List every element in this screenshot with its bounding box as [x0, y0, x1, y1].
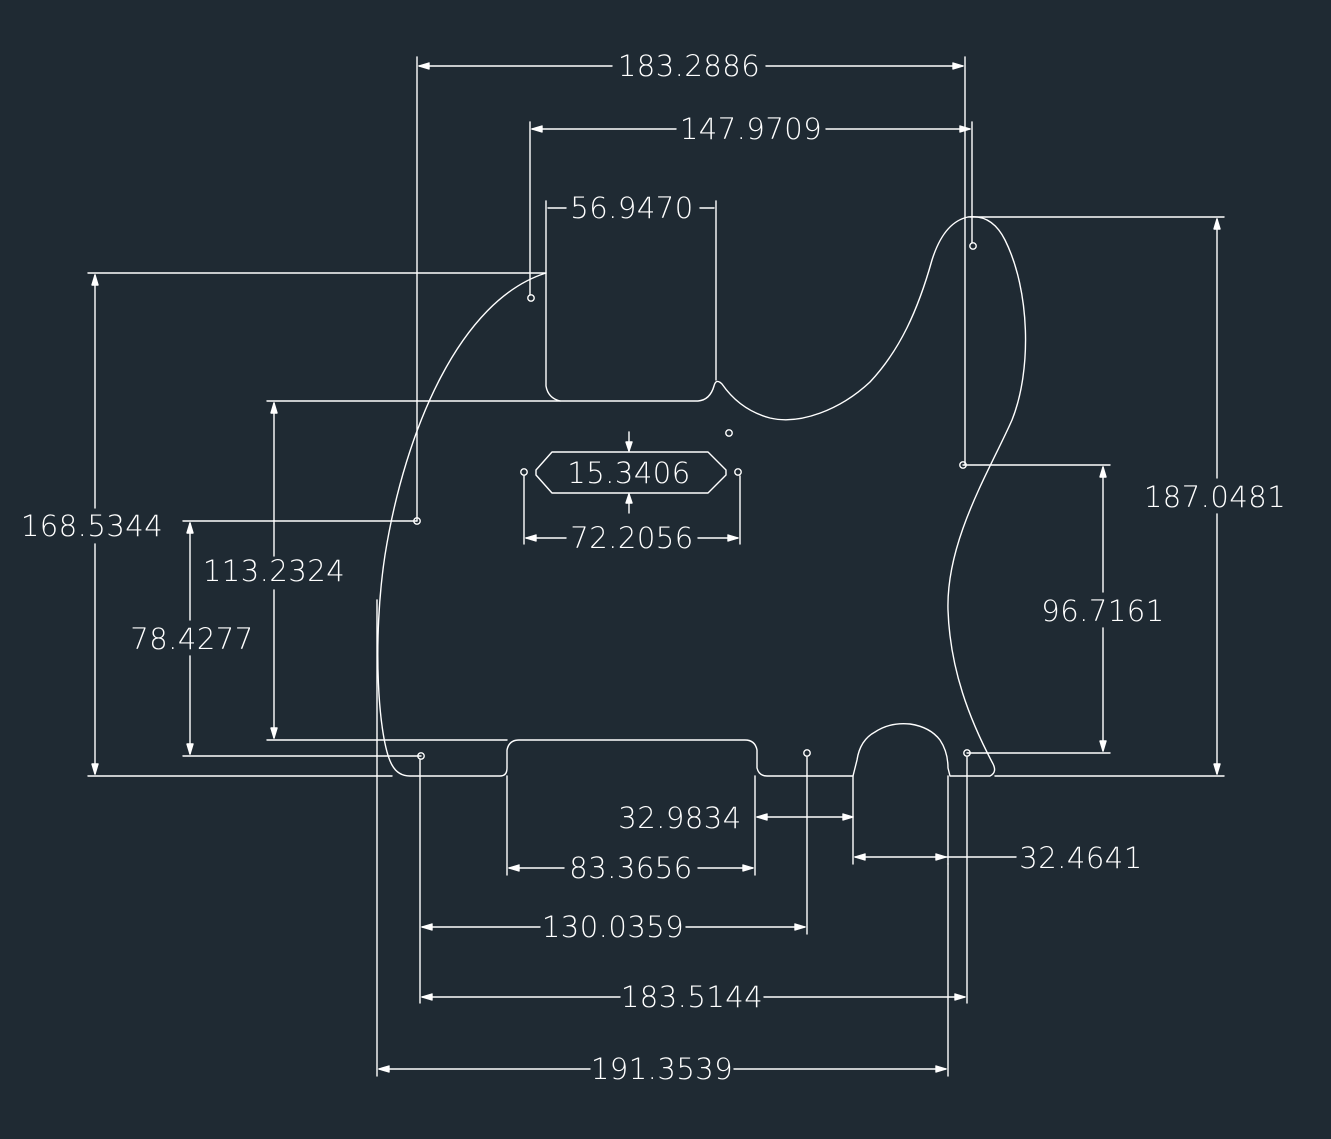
dim-label-168-5344: 168.5344	[21, 509, 163, 543]
pickup-screw-left	[520, 468, 528, 476]
screw-hole-bottom-center	[803, 749, 811, 757]
dim-label-56-9470: 56.9470	[570, 191, 693, 225]
pickup-screw-right	[734, 468, 742, 476]
dim-label-191-3539: 191.3539	[591, 1052, 733, 1086]
dim-label-187-0481: 187.0481	[1144, 480, 1286, 514]
dim-label-96-7161: 96.7161	[1041, 594, 1164, 628]
screw-hole-top-right	[969, 242, 977, 250]
dim-label-83-3656: 83.3656	[569, 851, 692, 885]
dim-label-32-9834: 32.9834	[618, 801, 741, 835]
dim-label-72-2056: 72.2056	[570, 521, 693, 555]
neck-pickup-cutout	[535, 451, 727, 494]
screw-hole-top-left	[527, 294, 535, 302]
screw-hole-small-center	[725, 429, 733, 437]
drawing-strokes	[87, 56, 1225, 1077]
dim-label-147-9709: 147.9709	[680, 112, 822, 146]
dim-label-183-5144: 183.5144	[621, 980, 763, 1014]
pickguard-outline	[377, 216, 1027, 777]
dim-label-32-4641: 32.4641	[1019, 841, 1142, 875]
dim-label-130-0359: 130.0359	[542, 910, 684, 944]
dim-label-15-3406: 15.3406	[567, 456, 690, 490]
dim-label-78-4277: 78.4277	[130, 622, 253, 656]
dim-label-113-2324: 113.2324	[203, 554, 345, 588]
dim-label-183-2886: 183.2886	[618, 49, 760, 83]
